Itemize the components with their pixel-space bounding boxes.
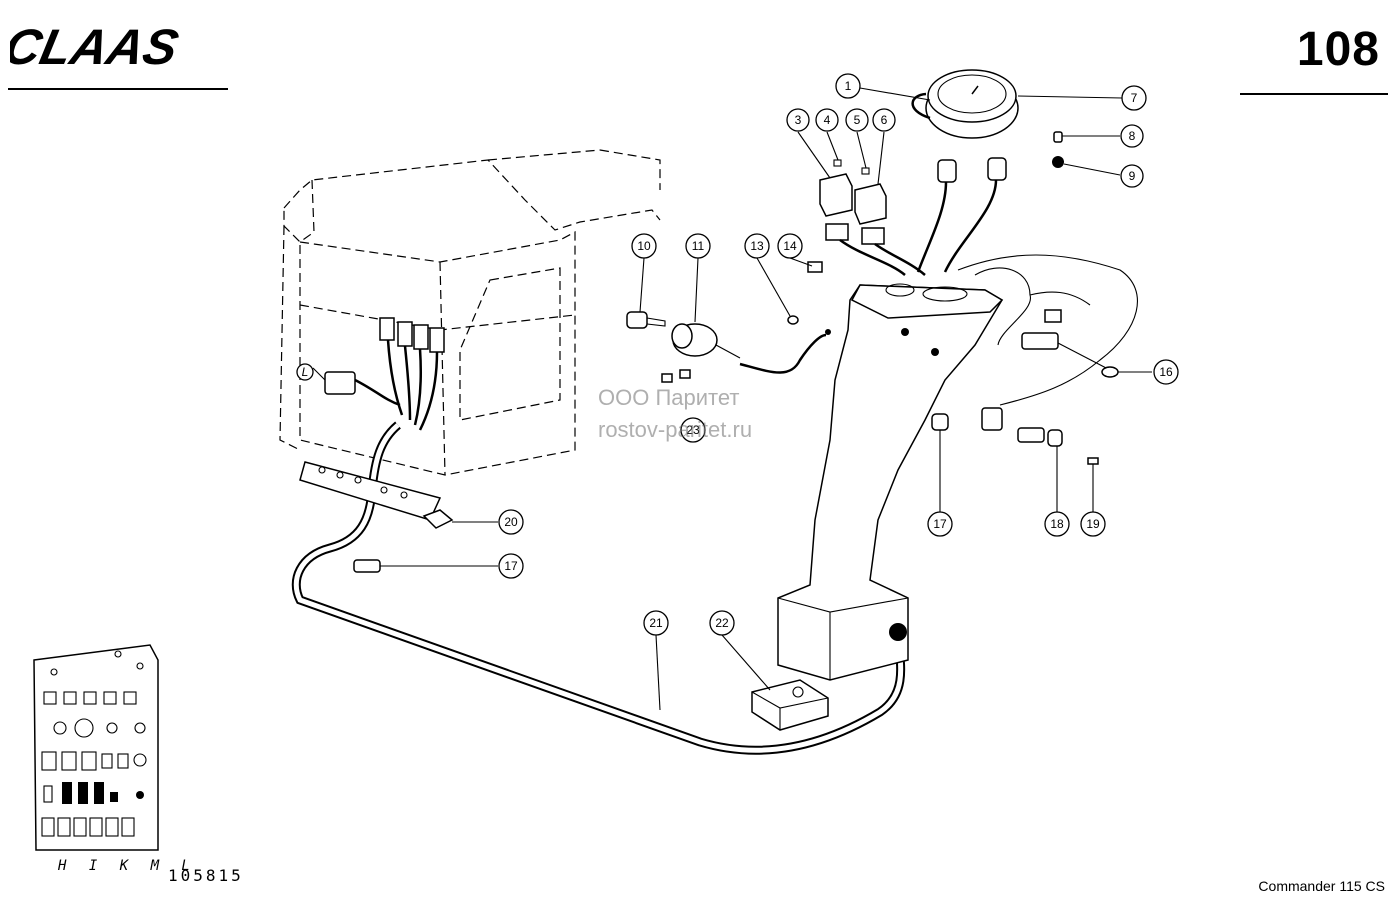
claas-logo-text: CLAAS xyxy=(10,19,183,74)
page-number: 108 xyxy=(1296,23,1380,76)
leader-lines xyxy=(312,87,1152,711)
svg-text:4: 4 xyxy=(824,113,831,127)
callout-14: 14 xyxy=(777,233,803,259)
svg-text:23: 23 xyxy=(686,423,700,437)
svg-text:19: 19 xyxy=(1086,517,1100,531)
ignition-switch-11 xyxy=(671,323,827,374)
callout-17-upper: 17 xyxy=(927,511,953,537)
callout-22: 22 xyxy=(709,610,735,636)
watermark-url: rostov-paritet.ru xyxy=(598,417,753,442)
relay-box-22 xyxy=(751,679,829,731)
callout-4: 4 xyxy=(815,108,839,132)
callout-11: 11 xyxy=(685,233,711,259)
callout-16: 16 xyxy=(1153,359,1179,385)
callout-13: 13 xyxy=(744,233,770,259)
svg-text:6: 6 xyxy=(881,113,888,127)
ignition-key-10 xyxy=(626,311,666,329)
watermark: ООО Паритет rostov-paritet.ru xyxy=(598,382,752,446)
callout-3: 3 xyxy=(786,108,810,132)
svg-text:9: 9 xyxy=(1129,169,1136,183)
callout-19: 19 xyxy=(1080,511,1106,537)
svg-text:14: 14 xyxy=(783,239,797,253)
svg-text:22: 22 xyxy=(715,616,729,630)
small-parts xyxy=(661,131,1099,465)
svg-text:13: 13 xyxy=(750,239,764,253)
svg-text:18: 18 xyxy=(1050,517,1064,531)
panel-letters: H I K M L xyxy=(58,858,197,874)
svg-text:7: 7 xyxy=(1131,91,1138,105)
svg-text:10: 10 xyxy=(637,239,651,253)
watermark-company: ООО Паритет xyxy=(598,385,740,410)
clip-17-lower xyxy=(353,559,381,573)
svg-text:21: 21 xyxy=(649,616,663,630)
callout-10: 10 xyxy=(631,233,657,259)
model-name: Commander 115 CS xyxy=(1258,878,1385,894)
upper-wiring xyxy=(839,157,1138,406)
svg-text:20: 20 xyxy=(504,515,518,529)
callout-17-lower: 17 xyxy=(498,553,524,579)
callout-1: 1 xyxy=(835,73,861,99)
drawing-code: 105815 xyxy=(168,866,244,885)
svg-text:17: 17 xyxy=(504,559,518,573)
svg-text:17: 17 xyxy=(933,517,947,531)
panel-thumbnail xyxy=(33,644,159,851)
svg-text:8: 8 xyxy=(1129,129,1136,143)
callout-23: 23 xyxy=(680,417,706,443)
callout-20: 20 xyxy=(498,509,524,535)
switch-group-3-6 xyxy=(819,159,887,245)
svg-text:L: L xyxy=(302,365,309,379)
callout-5: 5 xyxy=(845,108,869,132)
header-rule-left xyxy=(8,88,228,90)
svg-text:5: 5 xyxy=(854,113,861,127)
callout-8: 8 xyxy=(1120,124,1144,148)
svg-text:11: 11 xyxy=(692,239,705,253)
claas-logo: CLAAS xyxy=(10,19,183,74)
steering-console xyxy=(777,283,1004,681)
callout-18: 18 xyxy=(1044,511,1070,537)
svg-text:1: 1 xyxy=(845,79,852,93)
nut-20 xyxy=(422,509,454,529)
header-rule-right xyxy=(1240,93,1388,95)
callout-21: 21 xyxy=(643,610,669,636)
callout-l: L xyxy=(296,363,314,381)
callout-9: 9 xyxy=(1120,164,1144,188)
callout-7: 7 xyxy=(1121,85,1147,111)
svg-text:3: 3 xyxy=(795,113,802,127)
svg-text:16: 16 xyxy=(1159,365,1173,379)
gauge-7 xyxy=(911,69,1019,139)
connector-cluster-l xyxy=(324,317,445,431)
callout-6: 6 xyxy=(872,108,896,132)
